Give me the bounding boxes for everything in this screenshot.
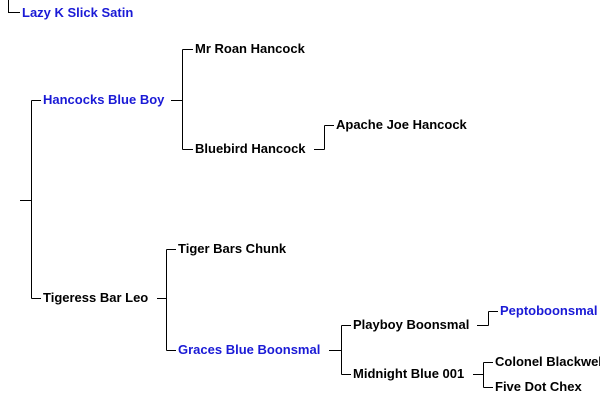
dam-dam-dam-sire-label: Colonel Blackwell: [495, 354, 600, 369]
sire-bracket: [171, 49, 193, 150]
sire-sire-label: Mr Roan Hancock: [195, 41, 305, 56]
subject-horse-link[interactable]: Lazy K Slick Satin: [22, 5, 134, 20]
dam-dam-horse-link[interactable]: Graces Blue Boonsmal: [178, 342, 321, 357]
dam-dam-dam-dam-label: Five Dot Chex: [495, 379, 582, 394]
dam-dam-sire-label: Playboy Boonsmal: [353, 317, 470, 332]
sire-dam-bracket: [314, 125, 334, 150]
dam-dam-dam-bracket: [473, 362, 493, 388]
dam-sire-label: Tiger Bars Chunk: [178, 241, 287, 256]
sire-dam-sire-label: Apache Joe Hancock: [336, 117, 467, 132]
dam-label: Tigeress Bar Leo: [43, 290, 149, 305]
dam-bracket: [157, 249, 176, 351]
dam-dam-bracket: [329, 325, 351, 375]
dam-dam-sire-sire-horse-link[interactable]: Peptoboonsmal: [500, 303, 598, 318]
dam-dam-sire-bracket: [477, 311, 498, 326]
sire-dam-label: Bluebird Hancock: [195, 141, 306, 156]
sire-horse-link[interactable]: Hancocks Blue Boy: [43, 92, 165, 107]
dam-dam-dam-label: Midnight Blue 001: [353, 366, 465, 381]
subject-connector: [8, 0, 20, 13]
root-bracket: [20, 100, 41, 299]
